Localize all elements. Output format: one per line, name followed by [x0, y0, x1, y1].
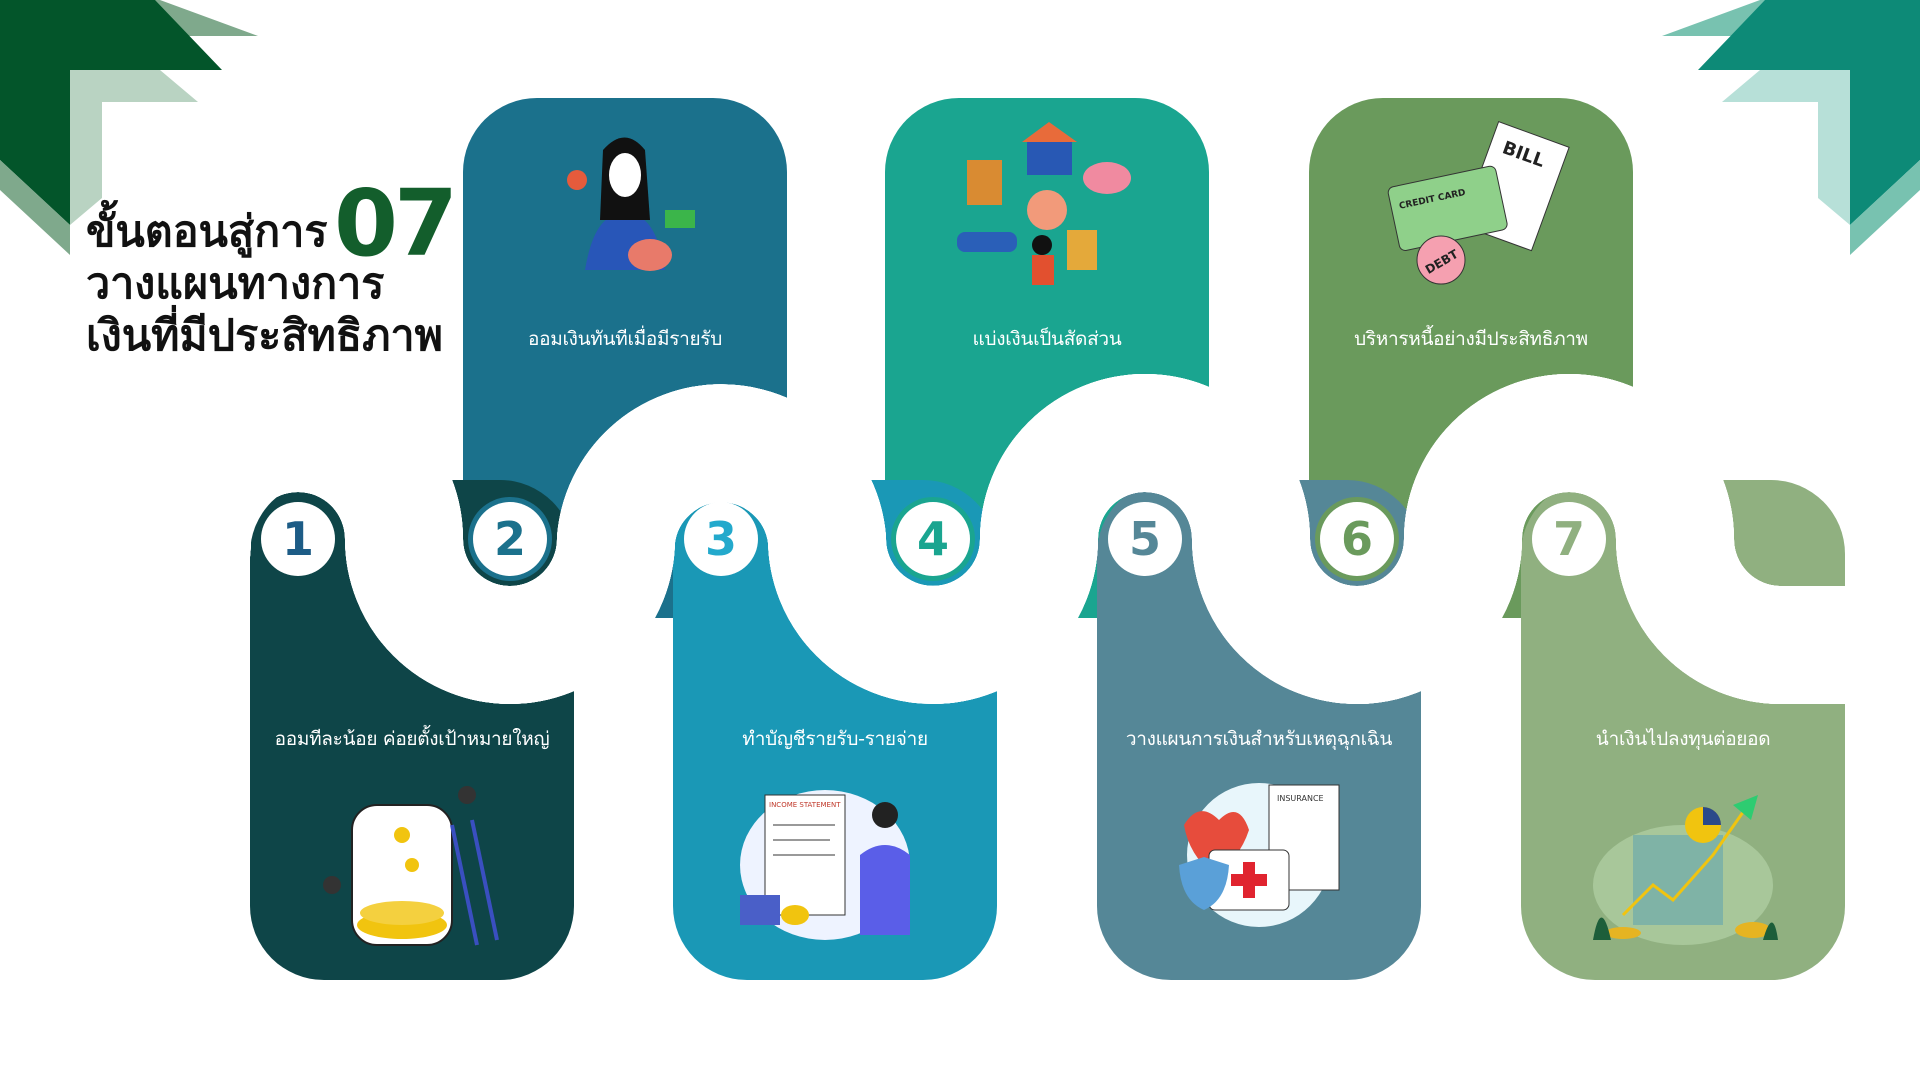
corner-chevron-decoration-left [0, 0, 258, 255]
step-number-2: 2 [473, 502, 547, 576]
debt-bill-icon: BILL CREDIT CARD DEBT [1387, 121, 1570, 285]
income-statement-text: INCOME STATEMENT [769, 801, 841, 809]
investment-growth-icon [1593, 795, 1778, 945]
piggy-bank-icon [567, 137, 695, 271]
step-number-7: 7 [1532, 502, 1606, 576]
step-number-6: 6 [1320, 502, 1394, 576]
step-label-1: ออมทีละน้อย ค่อยตั้งเป้าหมายใหญ่ [274, 728, 550, 750]
step-label-2: ออมเงินทันทีเมื่อมีรายรับ [528, 328, 722, 350]
budget-split-icon [957, 122, 1131, 285]
step-label-7: นำเงินไปลงทุนต่อยอด [1595, 728, 1771, 750]
step-card-3: ทำบัญชีรายรับ-รายจ่าย INCOME STATEMENT [673, 480, 997, 980]
title-line-2: วางแผนทางการ [86, 259, 385, 309]
step-count: 07 [334, 170, 458, 277]
step-number-4: 4 [896, 502, 970, 576]
step-number-3: 3 [684, 502, 758, 576]
step-label-6: บริหารหนี้อย่างมีประสิทธิภาพ [1354, 328, 1588, 350]
step-card-5: วางแผนการเงินสำหรับเหตุฉุกเฉิน INSURANCE [1097, 480, 1421, 980]
income-statement-icon: INCOME STATEMENT [740, 790, 910, 940]
title-line-1: ขั้นตอนสู่การ [86, 207, 328, 257]
title-line-3: เงินที่มีประสิทธิภาพ [86, 311, 443, 361]
step-label-5: วางแผนการเงินสำหรับเหตุฉุกเฉิน [1125, 728, 1393, 750]
insurance-text: INSURANCE [1277, 794, 1324, 803]
step-label-3: ทำบัญชีรายรับ-รายจ่าย [742, 728, 928, 750]
corner-chevron-decoration-right [1662, 0, 1920, 255]
step-number-1: 1 [261, 502, 335, 576]
coin-jar-icon [323, 786, 499, 946]
step-number-5: 5 [1108, 502, 1182, 576]
page-title: ขั้นตอนสู่การ วางแผนทางการ เงินที่มีประส… [86, 206, 443, 362]
insurance-icon: INSURANCE [1179, 783, 1340, 927]
step-label-4: แบ่งเงินเป็นสัดส่วน [972, 328, 1122, 350]
